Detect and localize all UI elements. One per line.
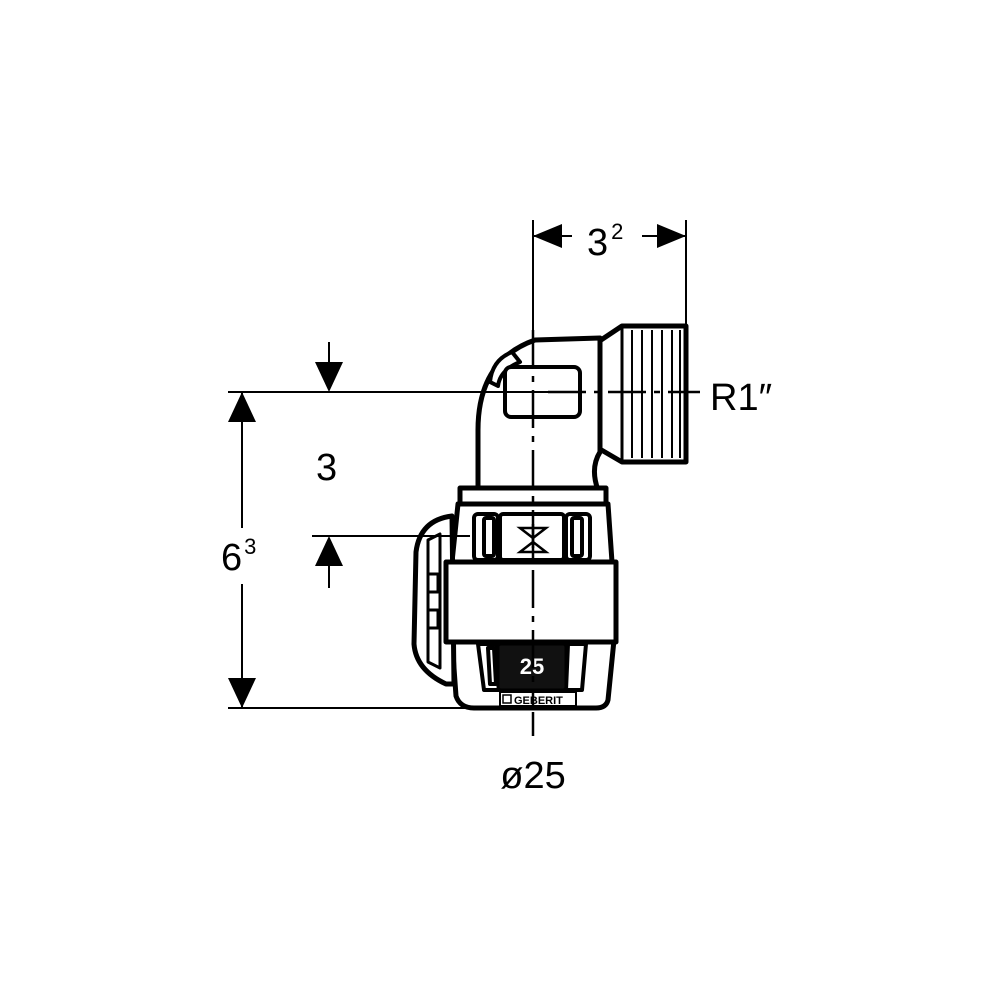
height-value: 6	[221, 537, 242, 579]
lower-ribs	[476, 642, 588, 692]
arrow-down-icon	[228, 678, 256, 708]
press-sleeve	[443, 559, 619, 645]
brand-marking: GEBERIT	[514, 695, 563, 707]
elbow-fitting	[411, 323, 689, 711]
width-sup: 2	[611, 219, 623, 244]
dim-label-thread: R1″	[704, 374, 784, 419]
svg-text:63: 63	[221, 534, 256, 579]
thread-label: R1″	[710, 377, 772, 419]
arrow-right-icon	[657, 224, 686, 248]
geberit-logo: GEBERIT	[502, 694, 563, 707]
arrow-down-icon	[315, 362, 343, 392]
insertion-depth-label: 3	[316, 447, 337, 489]
brand-plate	[499, 691, 577, 707]
arrow-left-icon	[533, 224, 562, 248]
threaded-outlet	[595, 323, 689, 465]
pipe-diameter-label: ø25	[500, 755, 565, 797]
width-value: 3	[587, 222, 608, 264]
arrow-up-icon	[228, 392, 256, 422]
height-sup: 3	[244, 534, 256, 559]
center-lines	[531, 330, 700, 736]
arrow-up-icon	[315, 536, 343, 566]
dim-label-height: 63	[221, 534, 256, 579]
svg-text:32: 32	[587, 219, 623, 264]
